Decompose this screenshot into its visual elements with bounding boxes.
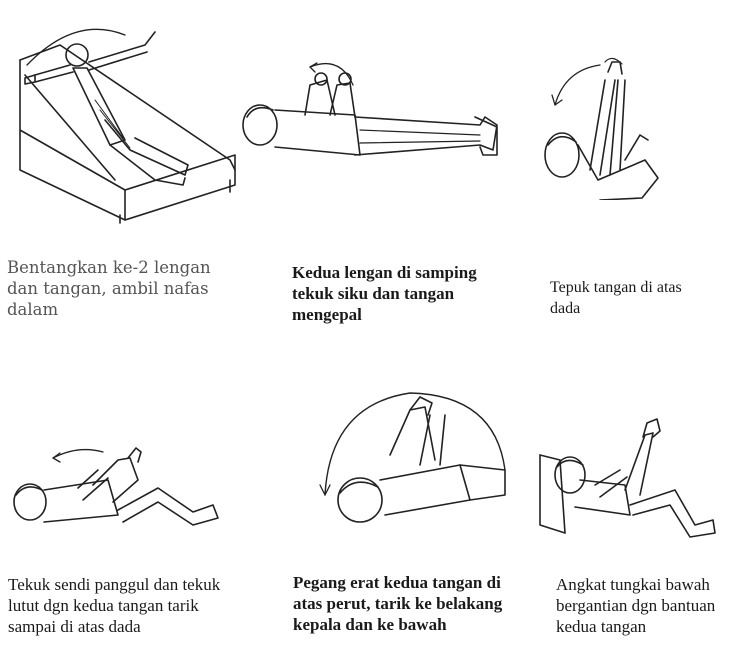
caption-hold-knees: Pegang erat kedua tangan di atas perut, … xyxy=(293,572,525,635)
caption-arms-spread: Bentangkan ke-2 lengan dan tangan, ambil… xyxy=(7,257,222,320)
figure-hold-knees-arc xyxy=(300,385,515,540)
caption-knee-to-chest: Tekuk sendi panggul dan tekuk lutut dgn … xyxy=(8,574,233,637)
figure-clap-above-chest xyxy=(530,50,665,200)
caption-elbows-bent: Kedua lengan di samping tekuk siku dan t… xyxy=(292,262,497,325)
figure-raise-lower-leg xyxy=(535,415,720,540)
figure-elbows-bent-fists xyxy=(235,55,510,175)
caption-raise-leg: Angkat tungkai bawah bergantian dgn bant… xyxy=(556,574,726,637)
figure-arms-spread-on-bed xyxy=(5,20,245,225)
figure-knee-to-chest xyxy=(8,440,223,535)
caption-clap-chest: Tepuk tangan di atas dada xyxy=(550,277,715,319)
